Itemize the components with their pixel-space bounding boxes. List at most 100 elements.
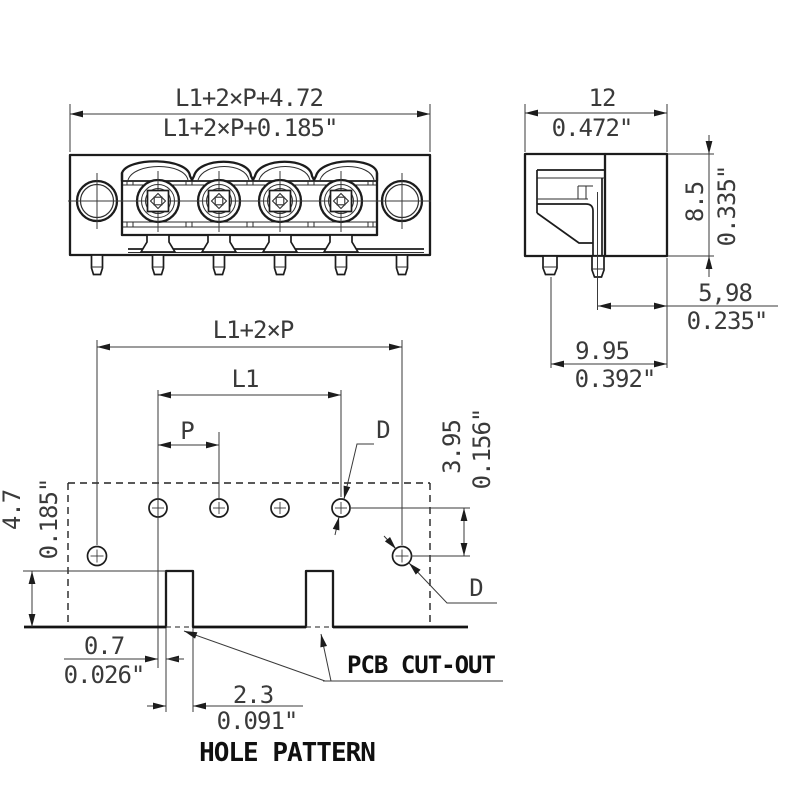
hole-dia-label: D: [376, 416, 389, 444]
arrow-left: [158, 441, 171, 449]
pcb-cutout-label: PCB CUT-OUT: [347, 651, 495, 679]
hole-pattern-title: HOLE PATTERN: [199, 738, 375, 768]
front-overall-mm: L1+2×P+4.72: [175, 84, 323, 112]
row-offset-inch: 0.156": [468, 409, 496, 490]
side-pin-left: [542, 255, 558, 276]
arrow-down: [705, 141, 713, 154]
leader-line: [343, 443, 374, 500]
scallop-inner-contour: [127, 166, 375, 181]
arrow-down: [460, 543, 468, 556]
pin-hole-4: [331, 498, 351, 518]
arrow-up: [705, 256, 713, 269]
solder-pin: [151, 254, 165, 276]
arrow-left: [551, 360, 564, 368]
side-height-inch: 0.335": [713, 166, 741, 247]
front-overall-dimension: L1+2×P+4.72 L1+2×P+0.185": [69, 84, 431, 152]
side-view: 12 0.472" 8.5 0.335" 5,98 0.235": [523, 84, 778, 393]
pitch-label: P: [180, 417, 194, 445]
hole-to-cutout-inch: 0.026": [64, 661, 145, 689]
pin-channel: [585, 203, 594, 256]
leader-arrow: [340, 485, 351, 500]
arrow-right: [328, 391, 341, 399]
solder-pin: [395, 254, 409, 276]
side-width-inch: 0.472": [552, 114, 633, 142]
pin-hole-2: [209, 498, 229, 518]
mounting-hole-right: [391, 545, 413, 567]
overall-span-dimension: L1+2×P: [97, 316, 402, 351]
hole-diameter-callout-top: D: [332, 416, 391, 536]
front-terminal-block: [120, 160, 379, 237]
pin-to-edge-inch: 0.235": [687, 307, 768, 335]
side-width-dimension: 12 0.472": [524, 84, 668, 152]
hole-diameter-callout-bottom: D: [383, 535, 497, 604]
pins-span-inch: 0.392": [575, 365, 656, 393]
mounting-hole-left: [86, 545, 108, 567]
inner-chamfer: [536, 212, 593, 244]
arrow-right: [153, 702, 166, 710]
arrow-right: [654, 302, 667, 310]
arrow-right: [417, 110, 430, 118]
arrow-left: [158, 391, 171, 399]
side-pin-offset-dimension: 5,98 0.235" 9.95 0.392": [550, 258, 778, 393]
arrow-left: [193, 702, 206, 710]
hole-dia-label: D: [469, 574, 482, 602]
leader-arrow: [317, 633, 328, 648]
arrow-left: [525, 109, 538, 117]
hole-pattern-view: L1+2×P L1 P D 3.95 0.156" D: [0, 316, 503, 768]
overall-span-label: L1+2×P: [213, 316, 294, 344]
arrow-right: [654, 109, 667, 117]
arrow-right: [206, 441, 219, 449]
arrow-up: [460, 508, 468, 521]
arrow-left: [70, 110, 83, 118]
side-inner-profile: [536, 169, 605, 256]
pin-to-edge-mm: 5,98: [698, 279, 752, 307]
locking-foot-2: [201, 234, 237, 253]
hole-to-cutout-mm: 0.7: [84, 632, 124, 660]
pcb-cutout-1: [164, 569, 195, 629]
solder-pin: [90, 254, 104, 276]
row-offset-mm: 3.95: [438, 420, 466, 474]
solder-pin: [273, 254, 287, 276]
cutout-width-inch: 0.091": [217, 707, 298, 735]
pcb-cutout-callout: PCB CUT-OUT: [182, 627, 503, 682]
flange-hole-right: [371, 171, 433, 231]
scallop-contour: [120, 160, 379, 183]
band-ticks: [126, 181, 374, 227]
leader-arrow: [182, 627, 198, 639]
cutout-height-mm: 4.7: [0, 490, 26, 530]
side-height-mm: 8.5: [681, 182, 709, 222]
l1-label: L1: [232, 365, 259, 393]
front-body-outline: [68, 153, 432, 257]
hole-to-cutout-dimension: 0.7 0.026": [64, 632, 184, 689]
leader-line: [183, 630, 326, 682]
arrow-down: [28, 614, 36, 627]
front-overall-inch: L1+2×P+0.185": [163, 114, 338, 142]
leader-arrow: [332, 516, 343, 531]
arrow-left: [97, 343, 110, 351]
pcb-outline-dashed: [67, 482, 431, 627]
cutout-height-dimension: 4.7 0.185": [0, 479, 166, 627]
arrow-right: [145, 655, 158, 663]
cutout-height-inch: 0.185": [35, 479, 63, 560]
pcb-cutout-2: [304, 569, 335, 629]
solder-pin: [212, 254, 226, 276]
front-view: L1+2×P+4.72 L1+2×P+0.185": [66, 84, 433, 276]
cutout-width-dimension: 2.3 0.091": [147, 628, 303, 735]
arrow-right: [389, 343, 402, 351]
row-offset-dimension: 3.95 0.156": [351, 409, 496, 557]
locking-foot-4: [323, 234, 359, 253]
flange-hole-left: [66, 171, 128, 231]
solder-pin: [334, 254, 348, 276]
l1-span-dimension: L1: [158, 365, 341, 399]
locking-foot-3: [262, 234, 298, 253]
pins-span-mm: 9.95: [575, 337, 629, 365]
cutout-width-mm: 2.3: [233, 681, 273, 709]
inner-step: [577, 185, 593, 199]
pitch-dimension: P: [158, 417, 219, 449]
arrow-up: [28, 571, 36, 584]
arrow-right: [654, 360, 667, 368]
pin-hole-3: [270, 498, 290, 518]
arrow-left: [598, 302, 611, 310]
